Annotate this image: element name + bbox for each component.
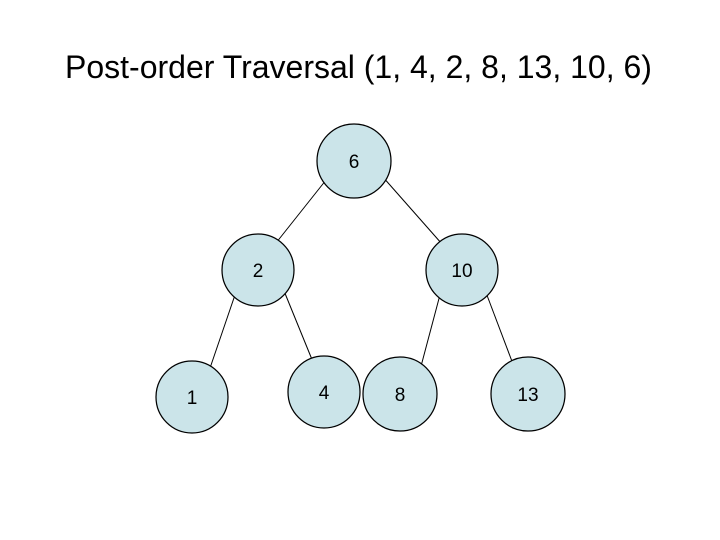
edge-10-8 xyxy=(419,290,442,371)
edge-6-10 xyxy=(381,175,443,245)
node-4-circle xyxy=(287,355,361,429)
node-2-label: 2 xyxy=(253,261,264,282)
node-8-circle xyxy=(362,356,438,432)
tree-node-4: 4 xyxy=(287,355,361,429)
tree-node-1: 1 xyxy=(155,360,229,434)
node-6-circle xyxy=(316,123,392,199)
node-1-circle xyxy=(155,360,229,434)
edge-2-1 xyxy=(208,291,237,372)
tree-node-13: 13 xyxy=(490,356,566,432)
tree-node-10: 10 xyxy=(425,233,499,307)
node-1-label: 1 xyxy=(187,388,198,409)
edge-10-13 xyxy=(484,289,514,365)
tree-node-2: 2 xyxy=(221,233,295,307)
edge-2-4 xyxy=(281,285,314,363)
node-6-label: 6 xyxy=(349,152,360,173)
node-8-label: 8 xyxy=(395,385,406,406)
node-10-circle xyxy=(425,233,499,307)
tree-node-8: 8 xyxy=(362,356,438,432)
node-4-label: 4 xyxy=(319,383,330,404)
edge-6-2 xyxy=(271,174,331,249)
node-13-circle xyxy=(490,356,566,432)
node-10-label: 10 xyxy=(451,261,472,282)
slide-title: Post-order Traversal (1, 4, 2, 8, 13, 10… xyxy=(65,49,652,85)
node-13-label: 13 xyxy=(517,385,538,406)
tree-node-6: 6 xyxy=(316,123,392,199)
node-2-circle xyxy=(221,233,295,307)
